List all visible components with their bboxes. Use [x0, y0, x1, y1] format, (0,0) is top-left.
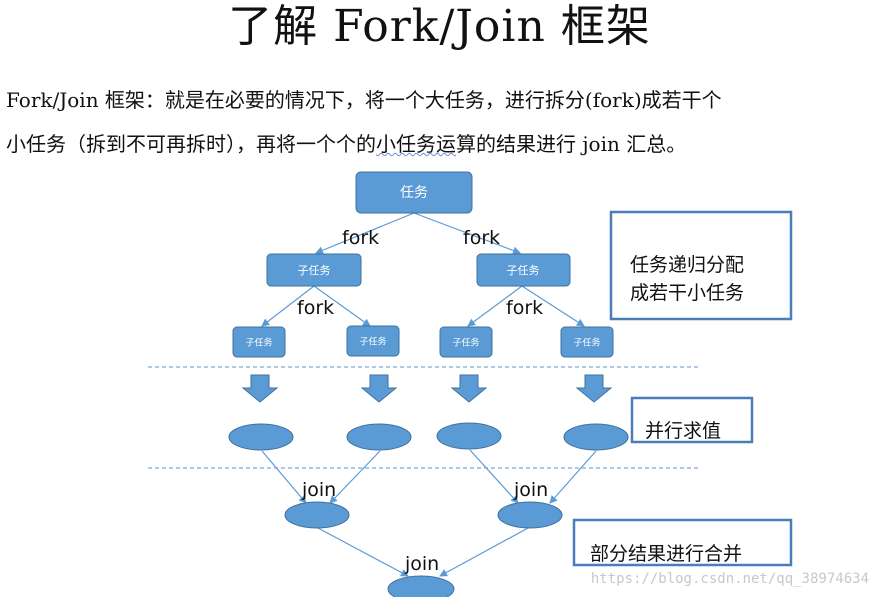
edge-root-to-right-subtask — [413, 212, 521, 255]
leaf-task-label-1: 子任务 — [245, 337, 272, 349]
leaf-task-label-3: 子任务 — [452, 337, 479, 349]
subtask-node-left — [266, 253, 362, 287]
note-merge-results-text: 部分结果进行合并 — [590, 543, 742, 565]
description-line-2-start: 小任务（拆到不可再拆时），再将一个个的 — [6, 132, 376, 156]
leaf-task-label-4: 子任务 — [573, 337, 600, 349]
leaf-task-node-2 — [346, 325, 400, 357]
result-ellipse-2 — [346, 423, 412, 451]
join-ellipse-right — [497, 501, 563, 529]
edge-right-subtask-to-leaf-4 — [521, 285, 585, 327]
fork-label-left: fork — [297, 297, 334, 319]
leaf-task-node-1 — [232, 326, 286, 358]
edge-result-2-to-join-left — [329, 450, 381, 504]
result-ellipse-1 — [228, 423, 294, 451]
note-recursive-split-line-1: 任务递归分配 — [630, 254, 744, 276]
edge-right-subtask-to-leaf-3 — [467, 285, 523, 327]
fork-label-root-right: fork — [463, 227, 500, 249]
result-ellipse-3 — [436, 422, 502, 450]
edge-left-subtask-to-leaf-1 — [261, 285, 315, 327]
result-ellipse-4 — [563, 423, 629, 451]
edge-root-to-left-subtask — [315, 212, 415, 255]
edge-join-right-to-final — [439, 527, 529, 577]
description-line-2: 小任务（拆到不可再拆时），再将一个个的小任务运算的结果进行 join 汇总。 — [6, 122, 874, 166]
final-result-ellipse — [387, 575, 455, 597]
note-parallel-eval — [630, 396, 754, 444]
page-title: 了解 Fork/Join 框架 — [228, 1, 651, 52]
leaf-task-label-2: 子任务 — [359, 336, 386, 348]
root-task-node — [355, 171, 473, 214]
note-recursive-split-line-2: 成若干小任务 — [630, 282, 744, 304]
down-arrow-4 — [575, 374, 613, 403]
note-recursive-split — [609, 210, 793, 321]
edge-left-subtask-to-leaf-2 — [313, 285, 371, 327]
edge-result-1-to-join-left — [261, 450, 307, 504]
join-label-left: join — [301, 479, 336, 501]
description-line-2-underlined: 小任务运 — [376, 132, 456, 156]
subtask-label-left: 子任务 — [298, 264, 331, 277]
subtask-node-right — [476, 253, 571, 287]
down-arrow-3 — [450, 374, 488, 403]
join-label-right: join — [513, 479, 548, 501]
description-line-2-end: 算的结果进行 join 汇总。 — [456, 132, 687, 156]
note-parallel-eval-text: 并行求值 — [645, 420, 721, 442]
edge-result-3-to-join-right — [469, 449, 519, 504]
down-arrow-2 — [360, 374, 398, 403]
edge-join-left-to-final — [317, 527, 409, 577]
watermark: https://blog.csdn.net/qq_38974634 — [590, 571, 869, 587]
join-label-final: join — [404, 553, 439, 575]
leaf-task-node-4 — [560, 326, 614, 358]
note-merge-results — [572, 518, 793, 567]
fork-label-root-left: fork — [342, 227, 379, 249]
join-ellipse-left — [284, 501, 350, 529]
description-line-1: Fork/Join 框架：就是在必要的情况下，将一个大任务，进行拆分(fork)… — [6, 88, 722, 112]
leaf-task-node-3 — [439, 326, 493, 358]
root-task-label: 任务 — [400, 185, 428, 201]
fork-label-right: fork — [506, 297, 543, 319]
description: Fork/Join 框架：就是在必要的情况下，将一个大任务，进行拆分(fork)… — [6, 78, 874, 166]
down-arrow-1 — [241, 374, 279, 403]
edge-result-4-to-join-right — [549, 450, 597, 504]
subtask-label-right: 子任务 — [507, 264, 540, 277]
